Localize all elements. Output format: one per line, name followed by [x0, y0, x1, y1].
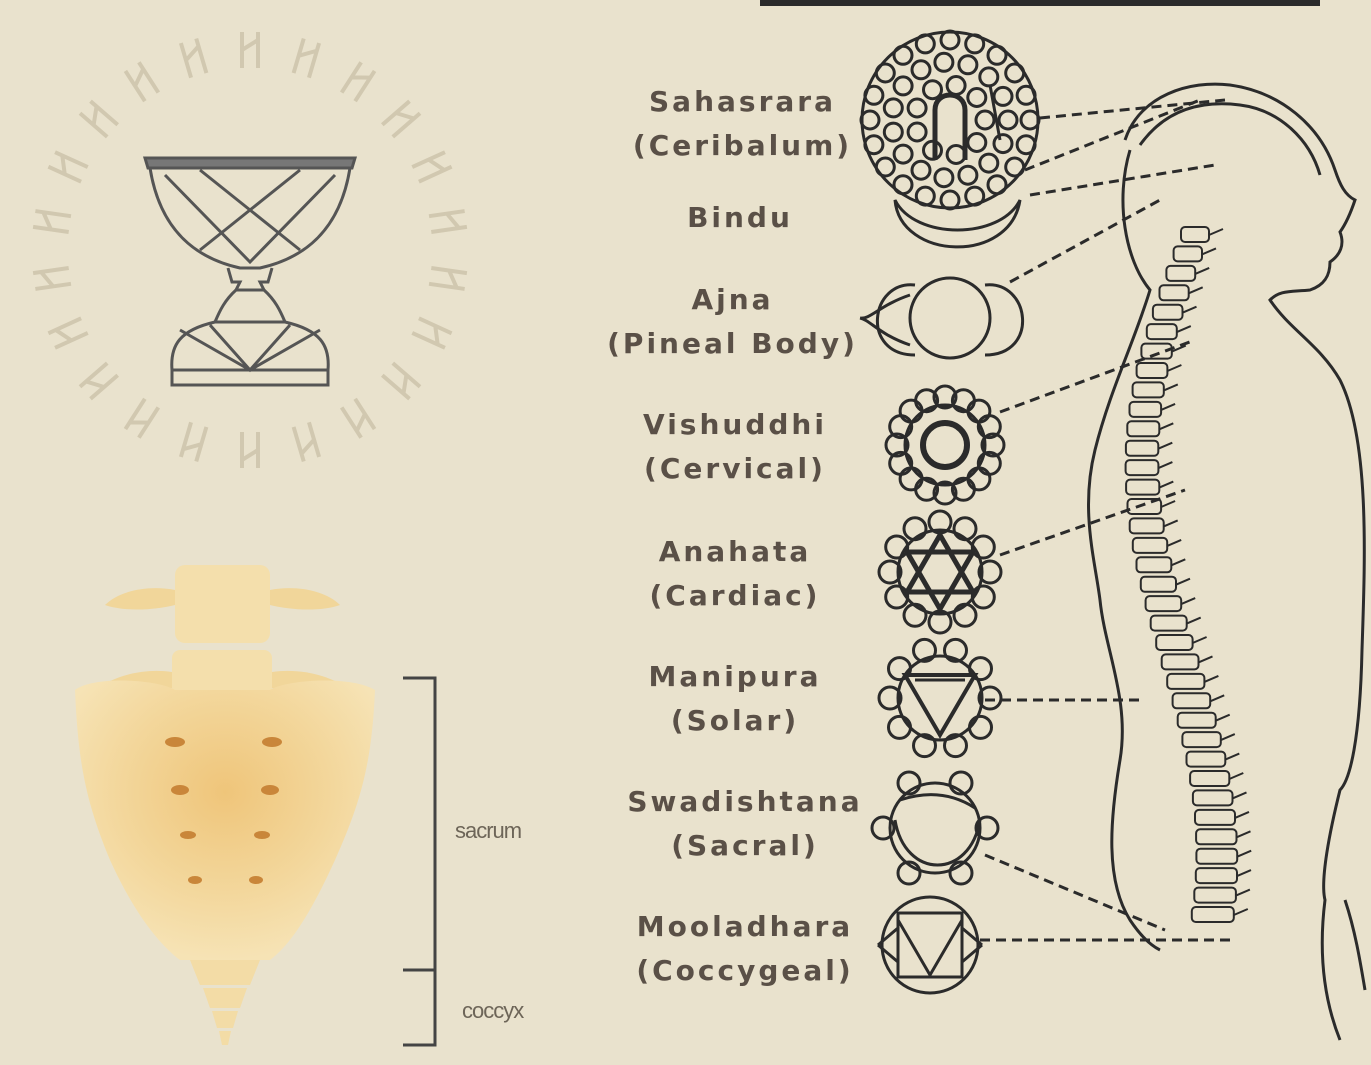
sahasrara-symbol-icon [861, 31, 1039, 209]
spine-vertebrae [1126, 227, 1252, 922]
manipura-symbol-icon [879, 639, 1001, 756]
anahata-symbol-icon [879, 511, 1001, 633]
swadishtana-symbol-icon [872, 772, 998, 884]
ajna-symbol-icon [860, 278, 1023, 358]
human-body-outline [1089, 84, 1365, 1040]
mooladhara-symbol-icon [878, 897, 982, 993]
vishuddhi-symbol-icon [886, 386, 1004, 504]
